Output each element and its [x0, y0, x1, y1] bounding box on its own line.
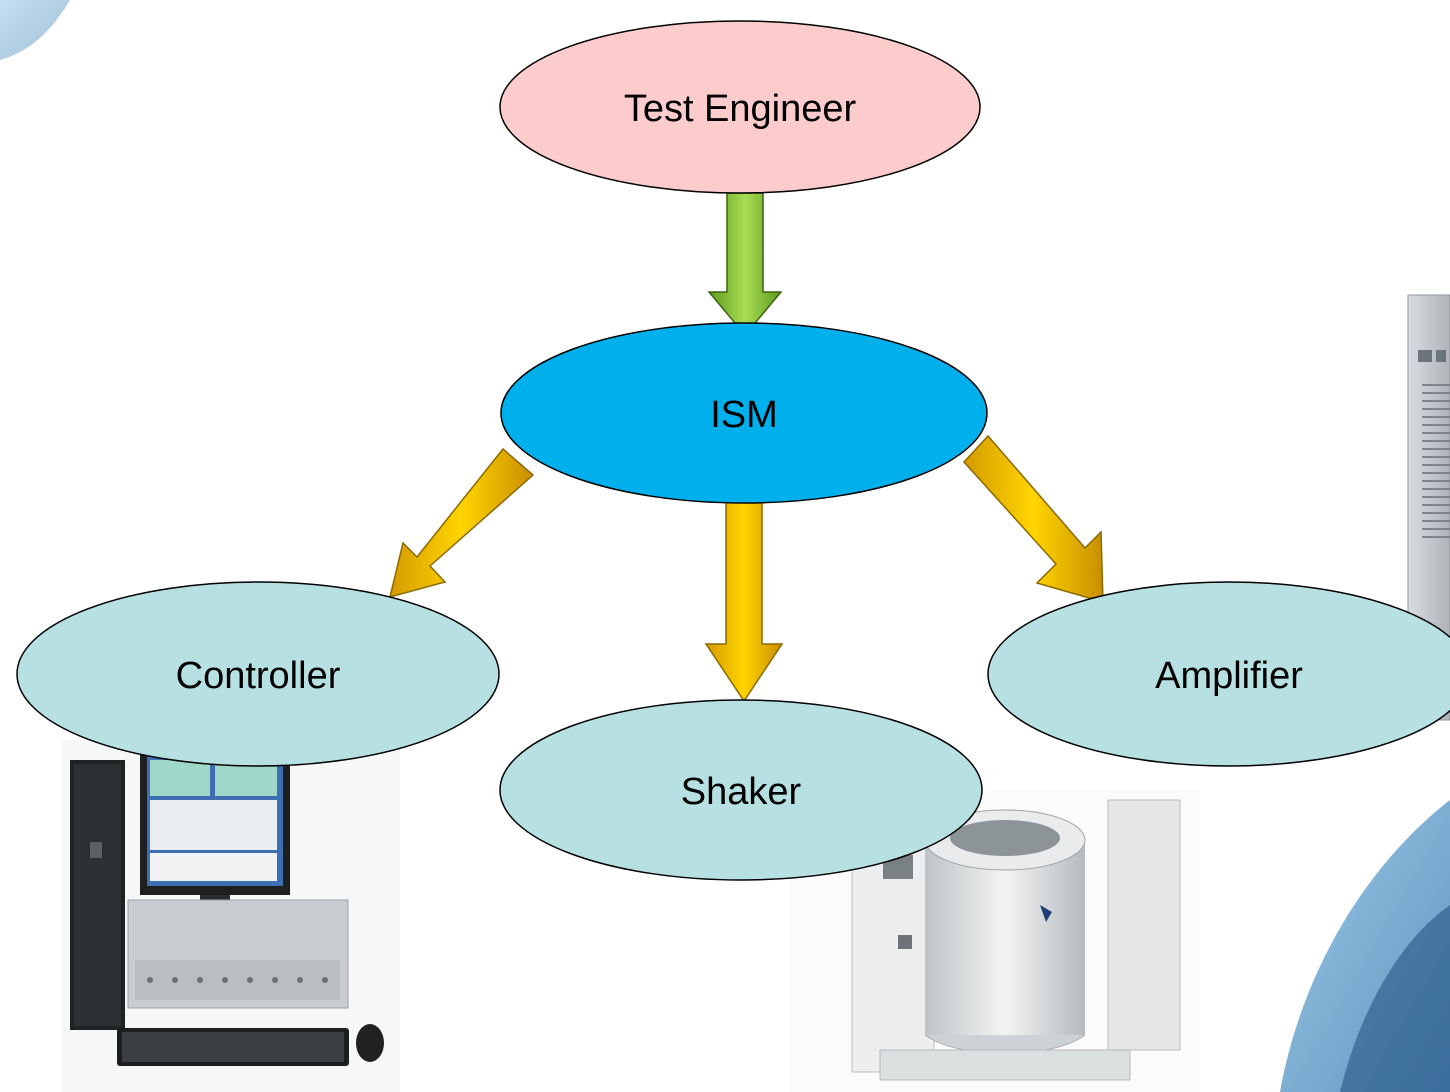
vibration-shaker-photo	[790, 790, 1200, 1092]
controller-label: Controller	[176, 655, 341, 697]
node-ism: ISM	[500, 322, 988, 504]
arrow-ism-to-amplifier	[962, 434, 1104, 604]
node-amplifier: Amplifier	[987, 581, 1450, 767]
test-engineer-label: Test Engineer	[624, 88, 857, 130]
arrow-ism-to-controller	[388, 447, 535, 599]
shaker-label: Shaker	[681, 771, 802, 813]
ism-label: ISM	[710, 394, 778, 436]
node-shaker: Shaker	[499, 699, 983, 881]
node-test-engineer: Test Engineer	[499, 20, 981, 194]
controller-computer-photo	[62, 740, 400, 1092]
node-controller: Controller	[16, 581, 500, 767]
corner-swoosh-top-left	[0, 0, 70, 60]
arrow-ism-to-shaker	[704, 495, 784, 703]
amplifier-label: Amplifier	[1155, 655, 1303, 697]
arrow-test-engineer-to-ism	[707, 192, 783, 337]
corner-swoosh-bottom-right	[1280, 800, 1450, 1092]
